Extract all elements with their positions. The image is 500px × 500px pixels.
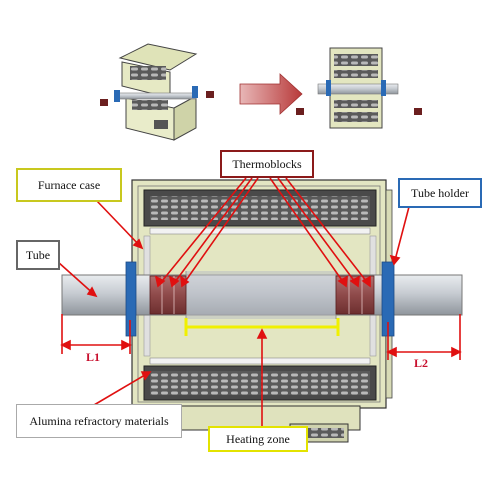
heating-zone-label: Heating zone	[208, 426, 308, 452]
leader-lines	[57, 177, 411, 428]
tube	[61, 271, 463, 319]
alumina-refractory-upper	[143, 189, 377, 235]
alumina-refractory-lower	[143, 357, 377, 401]
heating-zone-bracket	[184, 318, 340, 336]
tube-label: Tube	[16, 240, 60, 270]
open-furnace-illustration	[100, 43, 214, 141]
l1-dimension	[60, 314, 132, 354]
tube-holders	[125, 261, 395, 337]
alumina-refractory-label: Alumina refractory materials	[16, 404, 182, 438]
l2-dimension	[386, 314, 462, 360]
thermoblocks-label: Thermoblocks	[220, 150, 314, 178]
process-arrow	[239, 73, 303, 115]
furnace-case-label: Furnace case	[16, 168, 122, 202]
closed-furnace-illustration	[296, 47, 422, 129]
thermoblocks-left	[149, 275, 187, 315]
l1-label: L1	[86, 350, 101, 364]
tube-holder-label: Tube holder	[398, 178, 482, 208]
l2-label: L2	[414, 356, 429, 370]
